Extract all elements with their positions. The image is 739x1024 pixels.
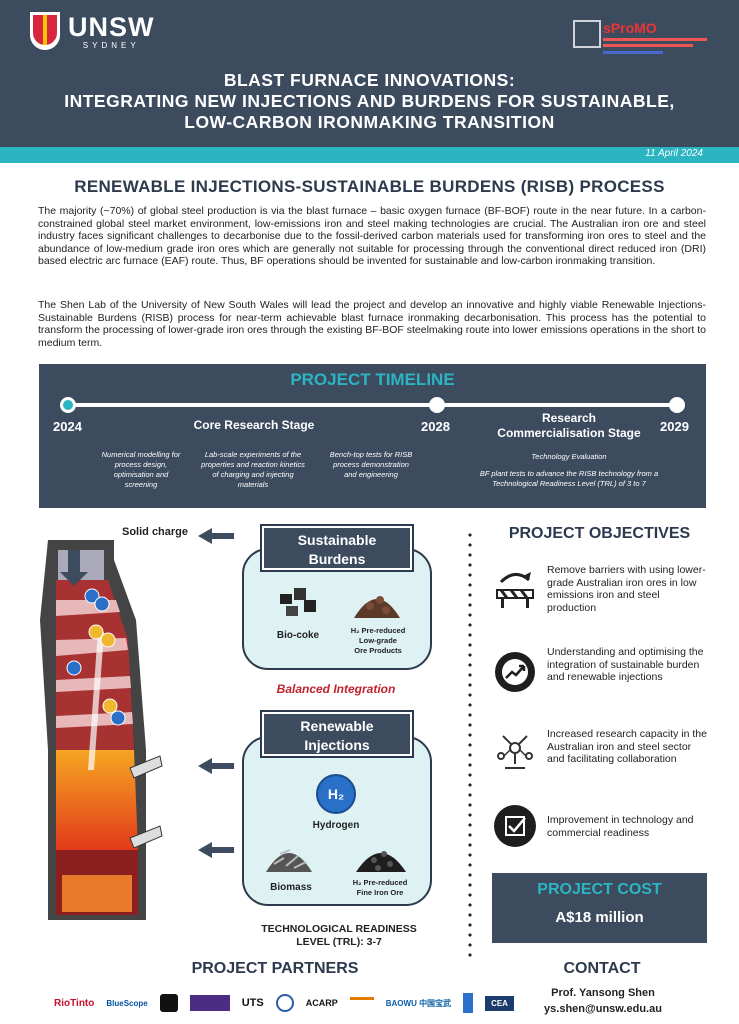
burdens-title-line-2: Burdens: [308, 551, 366, 567]
renewable-injections-box: [242, 736, 432, 906]
spromo-tagline-line: [603, 38, 707, 41]
unsw-name: UNSW: [68, 11, 155, 42]
cost-title: PROJECT COST: [537, 881, 662, 898]
burdens-title-line-1: Sustainable: [297, 532, 377, 548]
objectives-title: PROJECT OBJECTIVES: [508, 525, 691, 542]
microscope-network-icon: [497, 735, 533, 769]
arcelormittal-logo[interactable]: [349, 997, 374, 1009]
dotted-divider: [468, 530, 472, 960]
page-title: BLAST FURNACE INNOVATIONS: INTEGRATING N…: [0, 70, 739, 133]
unsw-crest-icon: [30, 12, 60, 50]
biomass-label: Biomass: [270, 882, 312, 893]
balanced-integration-label: Balanced Integration: [276, 682, 396, 696]
timeline-tech-evaluation: Technology Evaluation: [531, 452, 607, 461]
spromo-tagline-line: [603, 44, 693, 47]
timeline-year-2029: 2029: [660, 419, 689, 434]
riotinto-logo[interactable]: RioTinto: [54, 997, 95, 1009]
h2-ore-products-label: H₂ Pre-reduced Low-grade Ore Products: [338, 626, 418, 656]
university-of-queensland-logo[interactable]: [189, 995, 230, 1011]
publish-date: 11 April 2024: [645, 148, 703, 159]
solid-charge-label: Solid charge: [122, 526, 189, 538]
timeline-bf-plant-tests: BF plant tests to advance the RISB techn…: [479, 469, 659, 488]
h2-ore-line-2: Low-grade: [359, 636, 397, 645]
contact-title: CONTACT: [563, 960, 641, 977]
timeline-note-modelling: Numerical modelling for process design, …: [101, 450, 181, 489]
timeline-dot-2024: [60, 397, 76, 413]
biocoke-label: Bio-coke: [276, 630, 320, 641]
cea-logo[interactable]: CEA: [485, 995, 514, 1011]
h2-ore-line-1: H₂ Pre-reduced: [350, 626, 406, 635]
spromo-tagline-line: [603, 51, 663, 54]
commercialisation-stage-line-1: Research: [541, 411, 597, 425]
contact-name: Prof. Yansong Shen: [551, 987, 655, 999]
timeline-title: PROJECT TIMELINE: [290, 370, 455, 389]
hydrogen-icon: H₂: [316, 774, 356, 814]
injections-title-line-1: Renewable: [300, 718, 374, 734]
date-bar: [0, 147, 739, 163]
timeline-dot-2028: [429, 397, 445, 413]
timeline-line: [67, 403, 677, 407]
partners-title: PROJECT PARTNERS: [191, 960, 359, 977]
partner-seal-logo[interactable]: [275, 994, 294, 1012]
trl-label: TECHNOLOGICAL READINESS LEVEL (TRL): 3-7: [244, 923, 434, 949]
cost-value: A$18 million: [555, 909, 644, 926]
bluescope-logo[interactable]: BlueScope: [106, 998, 148, 1008]
spromo-box-icon: [573, 20, 601, 48]
spromo-logo[interactable]: sProMO: [573, 20, 713, 60]
arrow-left-icon: [198, 528, 234, 544]
renewable-injections-header: Renewable Injections: [262, 712, 412, 756]
acarp-logo[interactable]: ACARP: [305, 998, 338, 1008]
intro-paragraph-1: The majority (~70%) of global steel prod…: [38, 205, 706, 268]
unsw-logo[interactable]: UNSW SYDNEY: [30, 12, 155, 50]
core-research-stage: Core Research Stage: [193, 418, 315, 432]
uts-logo[interactable]: UTS: [241, 997, 264, 1009]
unsw-subtitle: SYDNEY: [82, 40, 140, 50]
timeline-year-2028: 2028: [421, 419, 450, 434]
trl-line-1: TECHNOLOGICAL READINESS: [261, 923, 417, 935]
h2-ore-line-3: Ore Products: [354, 646, 402, 655]
sustainable-burdens-header: Sustainable Burdens: [262, 526, 412, 570]
timeline-dot-2029: [669, 397, 685, 413]
objective-4: Improvement in technology and commercial…: [547, 814, 694, 839]
fine-iron-ore-icon: [356, 851, 406, 872]
project-cost-box: PROJECT COST A$18 million: [492, 873, 707, 943]
hydrogen-label: Hydrogen: [312, 820, 360, 831]
blast-furnace-diagram: [40, 540, 163, 920]
fine-ore-line-1: H₂ Pre-reduced: [352, 878, 408, 887]
header-banner: UNSW SYDNEY sProMO BLAST FURNACE INNOVAT…: [0, 0, 739, 147]
partner-logos: RioTinto BlueScope UTS ACARP BAOWU 中国宝武 …: [54, 990, 514, 1016]
fine-ore-line-2: Fine Iron Ore: [356, 888, 404, 897]
ore-pile-icon: [354, 596, 400, 618]
project-timeline: PROJECT TIMELINE 2024 2028 2029 Core Res…: [39, 364, 706, 508]
arrow-left-icon: [198, 758, 234, 774]
objective-2: Understanding and optimising the integra…: [547, 646, 704, 683]
barrier-icon: [496, 572, 534, 608]
timeline-year-2024: 2024: [53, 419, 82, 434]
timeline-note-lab-scale: Lab-scale experiments of the properties …: [201, 450, 305, 489]
gear-chart-icon: [495, 652, 535, 692]
fine-iron-ore-label: H₂ Pre-reduced Fine Iron Ore: [340, 878, 420, 898]
spromo-name: sProMO: [603, 20, 657, 36]
injections-title-line-2: Injections: [304, 737, 370, 753]
objective-3: Increased research capacity in the Austr…: [547, 728, 707, 765]
timeline-note-bench-top: Bench-top tests for RISB process demonst…: [329, 450, 413, 479]
risb-section-title: RENEWABLE INJECTIONS-SUSTAINABLE BURDENS…: [74, 177, 665, 196]
partner-logo-bar[interactable]: [463, 993, 474, 1013]
contact-email-link[interactable]: ys.shen@unsw.edu.au: [544, 1003, 662, 1015]
objective-1: Remove barriers with using lower-grade A…: [547, 564, 706, 614]
title-line-3: LOW-CARBON IRONMAKING TRANSITION: [184, 112, 555, 132]
biomass-icon: [266, 849, 312, 872]
intro-paragraph-2: The Shen Lab of the University of New So…: [38, 299, 706, 349]
baowu-logo[interactable]: BAOWU 中国宝武: [385, 998, 452, 1008]
title-line-1: BLAST FURNACE INNOVATIONS:: [223, 70, 516, 90]
title-line-2: INTEGRATING NEW INJECTIONS AND BURDENS F…: [64, 91, 675, 111]
arrow-left-icon: [198, 842, 234, 858]
checkbox-icon: [494, 805, 536, 847]
commercialisation-stage-line-2: Commercialisation Stage: [497, 426, 641, 440]
commercialisation-stage: Research Commercialisation Stage: [479, 411, 659, 441]
partner-logo-dark[interactable]: [159, 994, 178, 1012]
biocoke-icon: [280, 588, 316, 616]
trl-line-2: LEVEL (TRL): 3-7: [296, 936, 382, 948]
